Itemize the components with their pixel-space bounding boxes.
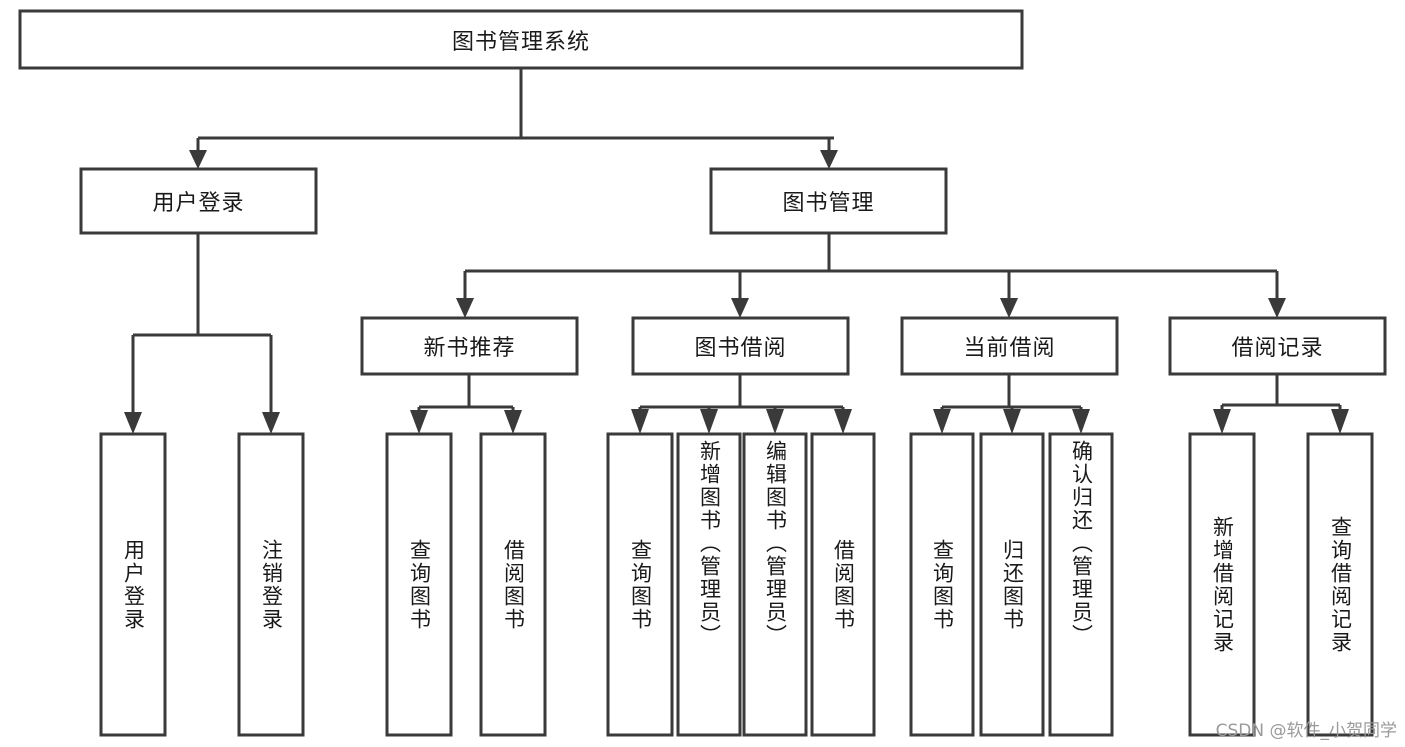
node-book-borrow[interactable]	[631, 316, 850, 376]
node-current-borrow[interactable]	[900, 316, 1119, 376]
arrow-head-user-logout-leaf	[262, 412, 280, 434]
node-query-book-3[interactable]	[909, 432, 975, 737]
arrow-head-user-login	[189, 150, 207, 169]
arrow-head-borrow-book-2	[834, 409, 852, 434]
node-borrow-book-1[interactable]	[479, 432, 547, 737]
arrow-head-book-borrow	[731, 298, 749, 318]
arrow-head-user-login-leaf	[124, 412, 142, 434]
node-return-book[interactable]	[979, 432, 1045, 737]
arrow-head-new-book-recommend	[456, 298, 474, 318]
arrow-head-return-book	[1003, 409, 1021, 434]
arrow-head-query-borrow-record	[1331, 409, 1349, 434]
arrow-head-add-book-admin	[700, 409, 718, 434]
arrow-head-book-management	[820, 150, 838, 169]
node-root[interactable]	[18, 9, 1024, 70]
arrow-head-query-book-3	[933, 409, 951, 434]
node-add-book-admin[interactable]	[676, 432, 742, 737]
arrow-head-current-borrow	[1000, 298, 1018, 318]
node-layer	[18, 9, 1387, 737]
arrow-head-query-book-1	[410, 410, 428, 434]
node-borrow-book-2[interactable]	[810, 432, 876, 737]
connector-layer	[124, 68, 1349, 434]
arrow-head-query-book-2	[631, 409, 649, 434]
node-borrow-record[interactable]	[1168, 316, 1387, 376]
node-edit-book-admin[interactable]	[742, 432, 808, 737]
node-query-book-2[interactable]	[606, 432, 674, 737]
node-confirm-return-admin[interactable]	[1048, 432, 1114, 737]
node-add-borrow-record[interactable]	[1188, 432, 1256, 737]
arrow-head-edit-book-admin	[766, 409, 784, 434]
arrow-head-add-borrow-record	[1213, 409, 1231, 434]
node-user-login[interactable]	[79, 167, 318, 235]
arrow-head-confirm-return-admin	[1072, 409, 1090, 434]
node-user-login-leaf[interactable]	[99, 432, 167, 737]
node-new-book-recommend[interactable]	[360, 316, 579, 376]
node-book-management[interactable]	[709, 167, 948, 235]
arrow-head-borrow-record	[1268, 298, 1286, 318]
node-query-borrow-record[interactable]	[1306, 432, 1374, 737]
node-user-logout-leaf[interactable]	[237, 432, 305, 737]
arrow-head-borrow-book-1	[504, 410, 522, 434]
node-query-book-1[interactable]	[385, 432, 453, 737]
